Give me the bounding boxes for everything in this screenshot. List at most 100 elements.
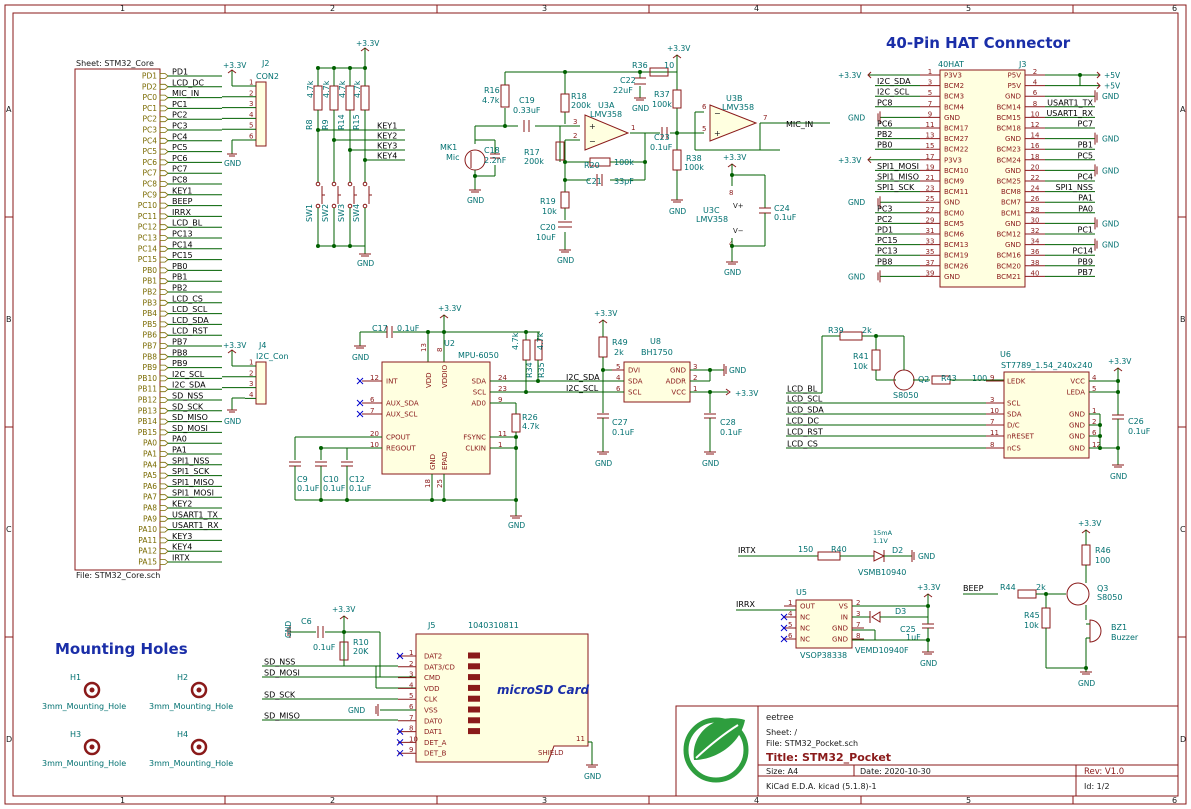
- hat-net-label: PA0: [1078, 204, 1093, 213]
- hat-pin-name: BCM14: [996, 103, 1021, 111]
- sheet-net-label: PC5: [172, 143, 188, 152]
- svg-text:0.1uF: 0.1uF: [774, 213, 797, 222]
- sheet-net-label: SD_NSS: [172, 392, 203, 401]
- svg-text:+: +: [589, 122, 596, 131]
- j2-pin-number: 2: [249, 89, 253, 97]
- grid-row-label-left: B: [6, 315, 12, 324]
- grid-col-label-top: 5: [966, 4, 971, 13]
- svg-text:0.1uF: 0.1uF: [313, 643, 336, 652]
- svg-text:20K: 20K: [353, 647, 369, 656]
- hat-net-label: PC14: [1072, 247, 1093, 256]
- hat-pin-name: BCM16: [996, 252, 1021, 260]
- svg-text:GND: GND: [284, 621, 293, 638]
- lcd-net-label: LCD_DC: [787, 417, 819, 426]
- hat-pin-name: GND: [944, 114, 960, 122]
- svg-text:1: 1: [928, 68, 932, 76]
- svg-text:200k: 200k: [571, 101, 591, 110]
- light-pin-name: VCC: [671, 389, 686, 397]
- svg-text:28: 28: [1031, 206, 1040, 214]
- svg-text:C19: C19: [519, 96, 535, 105]
- svg-text:+3.3V: +3.3V: [667, 44, 691, 53]
- hat-net-label: PC2: [877, 215, 893, 224]
- sheet-net-label: PC1: [172, 100, 188, 109]
- svg-text:D2: D2: [892, 546, 903, 555]
- sheet-net-label: KEY3: [172, 532, 192, 541]
- svg-text:5: 5: [409, 692, 413, 700]
- sheet-pin-label: PB13: [138, 406, 157, 415]
- keys-gnd-label: GND: [357, 259, 374, 268]
- hat-net-label: PB8: [877, 257, 892, 266]
- svg-text:8: 8: [729, 189, 733, 197]
- hole-value: 3mm_Mounting_Hole: [149, 702, 233, 711]
- hat-pin-name: P5V: [1008, 82, 1022, 90]
- svg-text:10: 10: [409, 735, 418, 743]
- svg-text:2: 2: [409, 660, 413, 668]
- mpu6050-body: [381, 361, 491, 475]
- sheet-pin-label: PA15: [138, 558, 157, 567]
- svg-text:7: 7: [856, 621, 860, 629]
- sheet-net-label: KEY1: [172, 186, 192, 195]
- hat-pwr-label: +3.3V: [838, 156, 862, 165]
- sheet-file-label: File: STM32_Core.sch: [76, 571, 160, 580]
- grid-row-label-right: D: [1180, 735, 1186, 744]
- sheet-pin-label: PB9: [143, 363, 158, 372]
- svg-text:33pF: 33pF: [614, 177, 634, 186]
- svg-text:0.1uF: 0.1uF: [323, 484, 346, 493]
- svg-text:100: 100: [1095, 556, 1110, 565]
- hat-pwr-label: +5V: [1104, 82, 1121, 91]
- hat-pin-name: BCM25: [996, 178, 1021, 186]
- sheet-net-label: PB9: [172, 359, 187, 368]
- sd-net-label: SD_MISO: [264, 712, 300, 721]
- j2-pin-number: 4: [249, 111, 254, 119]
- sheet-pin-label: PB4: [143, 309, 158, 318]
- svg-text:IRRX: IRRX: [736, 600, 755, 609]
- svg-text:4: 4: [1033, 79, 1038, 87]
- hat-gnd-label: GND: [1102, 166, 1119, 175]
- svg-text:GND: GND: [352, 353, 369, 362]
- svg-text:I2C_SDA: I2C_SDA: [566, 373, 600, 382]
- hat-net-label: PC8: [877, 98, 893, 107]
- hat-net-label: I2C_SDA: [877, 77, 911, 86]
- sheet-net-label: SD_SCK: [172, 402, 204, 411]
- svg-text:15: 15: [926, 142, 935, 150]
- j4-pin-number: 1: [249, 359, 253, 367]
- lcd-pin-name: nRESET: [1007, 433, 1035, 441]
- svg-text:C28: C28: [720, 418, 736, 427]
- tb-sheet: Sheet: /: [766, 728, 797, 737]
- stm32-sheet-block[interactable]: Sheet: STM32_Core File: STM32_Core.sch P…: [74, 59, 222, 580]
- sheet-net-label: BEEP: [172, 197, 193, 206]
- j2-value: CON2: [256, 72, 279, 81]
- tb-date: Date: 2020-10-30: [860, 767, 931, 776]
- hat-pin-name: BCM24: [996, 156, 1021, 164]
- svg-text:10: 10: [370, 441, 379, 449]
- holes-list: H13mm_Mounting_HoleH23mm_Mounting_HoleH3…: [42, 673, 233, 768]
- svg-text:4.7k: 4.7k: [306, 80, 315, 98]
- hat-pin-name: BCM26: [944, 262, 969, 270]
- svg-text:C25: C25: [900, 625, 916, 634]
- svg-text:VSMB10940: VSMB10940: [858, 568, 906, 577]
- hat-net-label: SPI1_NSS: [1056, 183, 1094, 192]
- svg-text:R34: R34: [525, 362, 534, 378]
- svg-text:U6: U6: [1000, 350, 1011, 359]
- svg-text:24: 24: [1031, 185, 1040, 193]
- svg-text:U3C: U3C: [703, 206, 720, 215]
- hat-net-label: SPI1_SCK: [877, 183, 915, 192]
- lcd-pin-name: LEDK: [1007, 378, 1026, 386]
- svg-text:4: 4: [788, 610, 793, 618]
- svg-text:R15: R15: [352, 114, 361, 130]
- grid-col-label-bottom: 5: [966, 796, 971, 805]
- key-pullup-resistor: [360, 85, 370, 111]
- svg-text:7: 7: [370, 407, 374, 415]
- svg-text:R43: R43: [941, 374, 957, 383]
- svg-text:100k: 100k: [684, 163, 704, 172]
- svg-text:12: 12: [370, 374, 379, 382]
- hat-pin-name: BCM4: [944, 103, 965, 111]
- hat-pin-name: GND: [1005, 167, 1021, 175]
- svg-text:150: 150: [798, 545, 813, 554]
- sheet-net-label: IRTX: [172, 554, 190, 563]
- hat-net-label: USART1_TX: [1047, 98, 1093, 107]
